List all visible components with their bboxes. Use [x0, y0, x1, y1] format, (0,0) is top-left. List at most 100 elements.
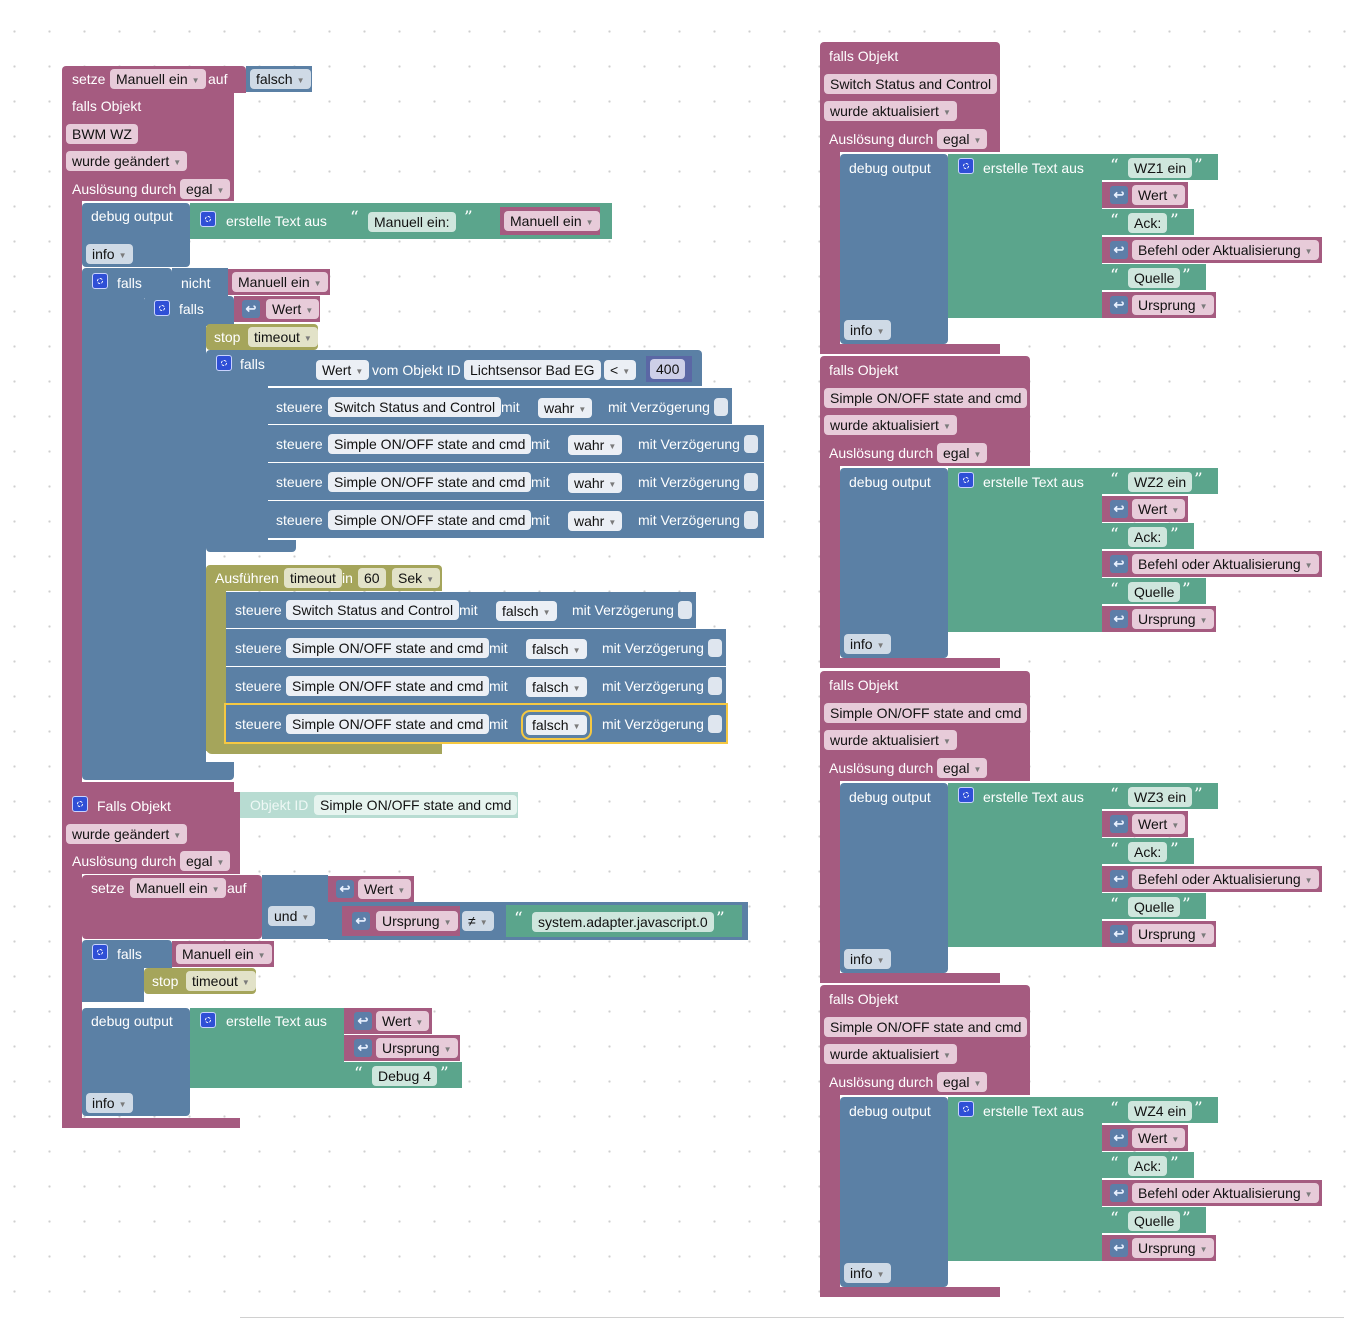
text-field[interactable]: WZ1 ein — [1128, 158, 1193, 178]
number-block[interactable]: 400 — [646, 356, 692, 382]
trigger-by-dropdown[interactable]: egal▼ — [937, 1072, 988, 1092]
object-field[interactable]: Simple ON/OFF state and cmd — [824, 1017, 1028, 1037]
trigger-block[interactable]: Falls Objekt wurde geändert▼ Auslösung d… — [62, 792, 240, 874]
text-field[interactable]: Ack: — [1128, 527, 1168, 547]
variable-getter-block[interactable]: ↩ Befehl oder Aktualisierung▼ — [1102, 866, 1322, 892]
delay-checkbox[interactable] — [678, 601, 692, 619]
trigger-block[interactable]: falls Objekt Simple ON/OFF state and cmd… — [820, 985, 1030, 1095]
text-join-block[interactable]: erstelle Text aus — [948, 1097, 1102, 1261]
debug-output-block[interactable]: debug output info▼ — [82, 1008, 190, 1116]
text-block[interactable]: “ Ack: ” — [1102, 523, 1194, 549]
variable-dropdown[interactable]: Wert▼ — [376, 1011, 430, 1031]
condition-dropdown[interactable]: wurde geändert▼ — [66, 824, 188, 844]
object-field[interactable]: Simple ON/OFF state and cmd — [824, 388, 1028, 408]
text-field[interactable]: Manuell ein: — [368, 212, 456, 232]
variable-dropdown[interactable]: Ursprung▼ — [376, 1038, 458, 1058]
delay-checkbox[interactable] — [708, 715, 722, 733]
variable-dropdown[interactable]: Ursprung▼ — [376, 911, 458, 931]
gear-icon[interactable] — [92, 944, 108, 960]
timeout-dropdown[interactable]: timeout▼ — [248, 327, 318, 347]
control-block[interactable]: steuere Simple ON/OFF state and cmd mit … — [226, 629, 726, 666]
condition-dropdown[interactable]: wurde geändert▼ — [66, 151, 188, 171]
text-field[interactable]: Quelle — [1128, 268, 1181, 288]
variable-getter-block[interactable]: ↩ Befehl oder Aktualisierung▼ — [1102, 1180, 1322, 1206]
delay-checkbox[interactable] — [714, 398, 728, 416]
variable-getter-block[interactable]: ↩ Wert▼ — [328, 876, 414, 902]
trigger-by-dropdown[interactable]: egal▼ — [937, 129, 988, 149]
text-field[interactable]: WZ4 ein — [1128, 1101, 1193, 1121]
value-dropdown[interactable]: falsch▼ — [526, 639, 587, 659]
variable-block[interactable]: Manuell ein▼ — [172, 941, 274, 967]
text-field[interactable]: Quelle — [1128, 1211, 1181, 1231]
variable-getter-block[interactable]: ↩ Wert▼ — [344, 1008, 432, 1034]
variable-getter-block[interactable]: ↩ Ursprung▼ — [1102, 1235, 1216, 1261]
variable-getter-block[interactable]: ↩ Befehl oder Aktualisierung▼ — [1102, 551, 1322, 577]
gear-icon[interactable] — [958, 158, 974, 174]
object-field[interactable]: Simple ON/OFF state and cmd — [286, 638, 490, 658]
compare-operator-dropdown[interactable]: ≠▼ — [462, 911, 494, 931]
text-block[interactable]: “ Ack: ” — [1102, 209, 1194, 235]
control-block-selected[interactable]: steuere Simple ON/OFF state and cmd mit … — [224, 703, 728, 744]
gear-icon[interactable] — [200, 211, 216, 227]
variable-getter-block[interactable]: ↩ Wert▼ — [1102, 811, 1188, 837]
object-field[interactable]: Simple ON/OFF state and cmd — [328, 472, 532, 492]
text-block[interactable]: “ system.adapter.javascript.0 ” — [506, 905, 742, 937]
stop-timeout-block[interactable]: stop timeout▼ — [206, 324, 318, 350]
delay-checkbox[interactable] — [708, 677, 722, 695]
object-field[interactable]: Simple ON/OFF state and cmd — [286, 714, 490, 734]
text-field[interactable]: Ack: — [1128, 842, 1168, 862]
text-field[interactable]: system.adapter.javascript.0 — [532, 912, 714, 932]
text-block[interactable]: “ Ack: ” — [1102, 1152, 1194, 1178]
text-field[interactable]: Quelle — [1128, 582, 1181, 602]
variable-dropdown[interactable]: Befehl oder Aktualisierung▼ — [1132, 1183, 1319, 1203]
variable-dropdown[interactable]: Manuell ein▼ — [110, 69, 206, 89]
variable-dropdown[interactable]: Befehl oder Aktualisierung▼ — [1132, 240, 1319, 260]
debug-output-block[interactable]: debug output info▼ — [840, 783, 948, 973]
trigger-block[interactable]: falls Objekt Simple ON/OFF state and cmd… — [820, 671, 1030, 781]
text-block[interactable]: “ WZ1 ein ” — [1102, 154, 1218, 180]
value-dropdown[interactable]: wahr▼ — [568, 473, 623, 493]
logic-and-block[interactable]: und▼ — [262, 875, 328, 939]
debug-output-block[interactable]: debug output info▼ — [82, 203, 190, 267]
text-field[interactable]: Ack: — [1128, 213, 1168, 233]
value-dropdown[interactable]: falsch▼ — [496, 601, 557, 621]
control-block[interactable]: steuere Simple ON/OFF state and cmd mit … — [268, 463, 764, 500]
text-block[interactable]: “ Quelle ” — [1102, 1207, 1206, 1233]
gear-icon[interactable] — [958, 472, 974, 488]
value-dropdown[interactable]: wahr▼ — [538, 398, 593, 418]
delay-number-field[interactable]: 60 — [358, 568, 386, 588]
object-id-block[interactable]: Objekt ID Simple ON/OFF state and cmd — [240, 792, 518, 818]
object-field[interactable]: Simple ON/OFF state and cmd — [328, 434, 532, 454]
object-field[interactable]: Switch Status and Control — [286, 600, 460, 620]
timeout-dropdown[interactable]: timeout▼ — [186, 971, 256, 991]
debug-output-block[interactable]: debug output info▼ — [840, 468, 948, 658]
variable-block[interactable]: Manuell ein▼ — [228, 269, 330, 295]
stop-timeout-block[interactable]: stop timeout▼ — [144, 968, 256, 994]
trigger-block[interactable]: falls Objekt Simple ON/OFF state and cmd… — [820, 356, 1030, 466]
control-block[interactable]: steuere Switch Status and Control mit wa… — [268, 388, 732, 424]
variable-dropdown[interactable]: Manuell ein▼ — [130, 878, 226, 898]
variable-getter-block[interactable]: ↩ Wert▼ — [1102, 496, 1188, 522]
log-level-dropdown[interactable]: info▼ — [844, 320, 891, 340]
text-field[interactable]: Ack: — [1128, 1156, 1168, 1176]
variable-getter-block[interactable]: ↩ Ursprung▼ — [1102, 606, 1216, 632]
if-block[interactable]: falls mache — [82, 940, 172, 989]
number-field[interactable]: 400 — [650, 359, 686, 379]
variable-dropdown[interactable]: Ursprung▼ — [1132, 1238, 1214, 1258]
object-field[interactable]: Switch Status and Control — [824, 74, 998, 94]
delay-checkbox[interactable] — [744, 473, 758, 491]
variable-dropdown[interactable]: Manuell ein▼ — [176, 944, 272, 964]
text-join-block[interactable]: erstelle Text aus — [948, 783, 1102, 947]
trigger-block[interactable]: falls Objekt BWM WZ wurde geändert▼ Ausl… — [62, 93, 234, 201]
control-block[interactable]: steuere Simple ON/OFF state and cmd mit … — [268, 501, 764, 538]
text-field[interactable]: WZ3 ein — [1128, 787, 1193, 807]
variable-dropdown[interactable]: Wert▼ — [358, 879, 412, 899]
value-dropdown[interactable]: wahr▼ — [568, 435, 623, 455]
variable-getter-block[interactable]: ↩ Ursprung▼ — [1102, 292, 1216, 318]
variable-getter-block[interactable]: ↩ Ursprung▼ — [1102, 921, 1216, 947]
delay-checkbox[interactable] — [744, 511, 758, 529]
text-join-block[interactable]: erstelle Text aus — [948, 468, 1102, 632]
gear-icon[interactable] — [154, 300, 170, 316]
trigger-by-dropdown[interactable]: egal▼ — [180, 851, 231, 871]
text-join-block[interactable]: erstelle Text aus — [948, 154, 1102, 318]
